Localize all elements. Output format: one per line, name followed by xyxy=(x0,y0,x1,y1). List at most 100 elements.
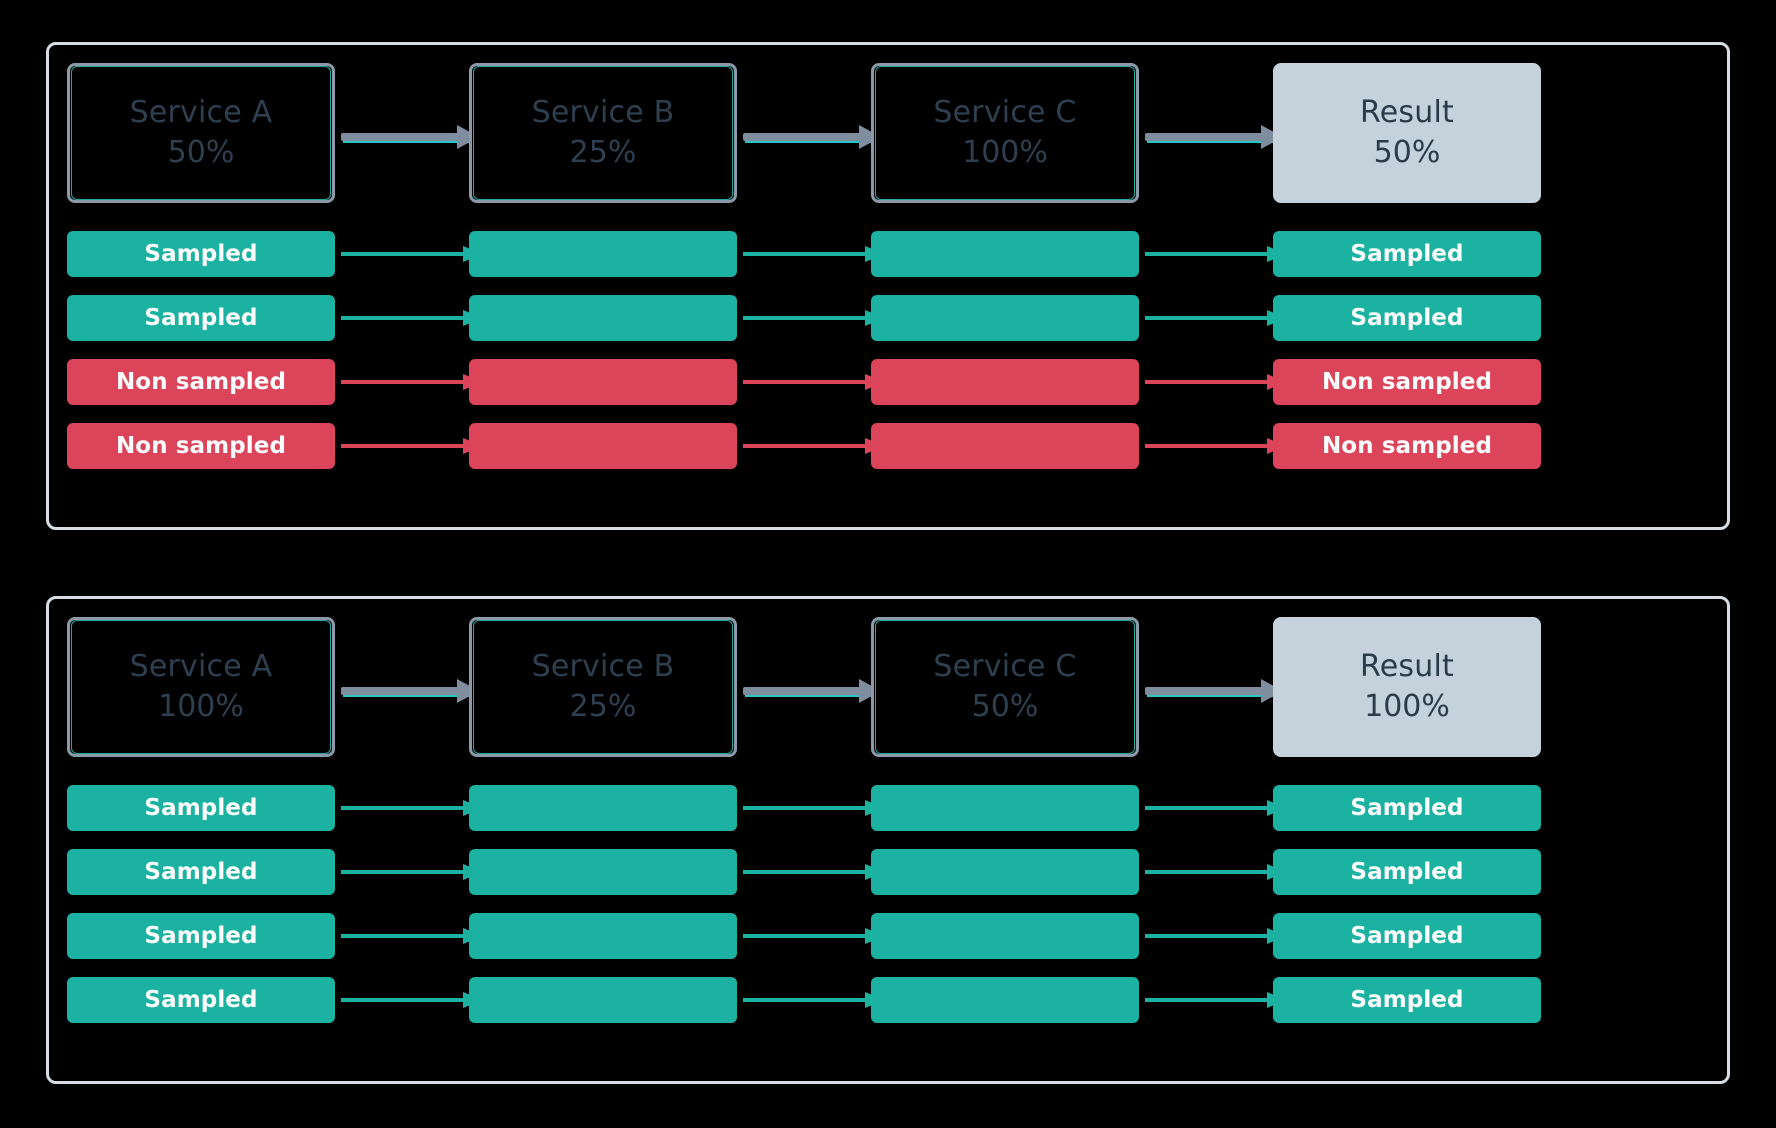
service-percent: 50% xyxy=(167,135,235,170)
result-name: Result xyxy=(1360,649,1454,684)
arrow-shaft xyxy=(341,316,467,320)
arrow-shaft xyxy=(743,870,869,874)
arrow-accent-line xyxy=(1147,141,1275,143)
trace-arrow xyxy=(1145,374,1293,390)
panel-top-service-row: Service A 50% Service B 25% xyxy=(49,45,1727,205)
trace-row: Sampled Sampled xyxy=(49,785,1727,831)
service-box-b[interactable]: Service B 25% xyxy=(469,617,737,757)
trace-cell[interactable]: Sampled xyxy=(67,295,335,341)
arrow-shaft xyxy=(1145,316,1271,320)
trace-cell[interactable]: Sampled xyxy=(67,977,335,1023)
trace-cell[interactable]: Sampled xyxy=(67,785,335,831)
trace-cell[interactable] xyxy=(871,913,1139,959)
sampling-panel-top: Service A 50% Service B 25% xyxy=(46,42,1730,530)
trace-cell[interactable]: Sampled xyxy=(1273,977,1541,1023)
service-box-a[interactable]: Service A 50% xyxy=(67,63,335,203)
trace-cell[interactable]: Sampled xyxy=(1273,785,1541,831)
trace-cell[interactable]: Non sampled xyxy=(67,423,335,469)
trace-cell[interactable] xyxy=(469,849,737,895)
service-arrow-b-to-c xyxy=(743,125,891,149)
trace-arrow xyxy=(1145,864,1293,880)
trace-cell[interactable] xyxy=(469,295,737,341)
trace-arrow xyxy=(1145,800,1293,816)
trace-arrow xyxy=(743,374,891,390)
service-box-a[interactable]: Service A 100% xyxy=(67,617,335,757)
trace-cell[interactable]: Sampled xyxy=(1273,913,1541,959)
arrow-shaft xyxy=(743,380,869,384)
trace-arrow xyxy=(1145,438,1293,454)
trace-row: Sampled Sampled xyxy=(49,295,1727,341)
trace-cell[interactable]: Non sampled xyxy=(1273,423,1541,469)
trace-arrow xyxy=(1145,310,1293,326)
trace-cell[interactable] xyxy=(871,977,1139,1023)
service-name: Service A xyxy=(129,95,273,130)
arrow-accent-line xyxy=(1147,695,1275,697)
service-name: Service C xyxy=(933,649,1077,684)
trace-cell[interactable] xyxy=(871,231,1139,277)
trace-arrow xyxy=(743,864,891,880)
service-box-c[interactable]: Service C 50% xyxy=(871,617,1139,757)
trace-arrow xyxy=(743,246,891,262)
trace-cell[interactable]: Sampled xyxy=(67,913,335,959)
trace-cell[interactable]: Non sampled xyxy=(1273,359,1541,405)
arrow-accent-line xyxy=(745,141,873,143)
arrow-shaft xyxy=(1145,687,1263,695)
result-box[interactable]: Result 100% xyxy=(1273,617,1541,757)
service-arrow-b-to-c xyxy=(743,679,891,703)
service-arrow-c-to-result xyxy=(1145,679,1293,703)
service-arrow-a-to-b xyxy=(341,125,489,149)
arrow-shaft xyxy=(1145,934,1271,938)
trace-cell[interactable] xyxy=(871,295,1139,341)
trace-arrow xyxy=(743,992,891,1008)
arrow-shaft xyxy=(341,252,467,256)
service-percent: 25% xyxy=(569,689,637,724)
sampling-panel-bottom: Service A 100% Service B 25% xyxy=(46,596,1730,1084)
trace-arrow xyxy=(341,438,489,454)
trace-cell[interactable]: Sampled xyxy=(67,231,335,277)
arrow-shaft xyxy=(743,998,869,1002)
trace-cell[interactable] xyxy=(469,913,737,959)
trace-row: Sampled Sampled xyxy=(49,849,1727,895)
trace-cell[interactable] xyxy=(469,785,737,831)
trace-cell[interactable] xyxy=(469,231,737,277)
trace-cell[interactable] xyxy=(871,359,1139,405)
service-box-c[interactable]: Service C 100% xyxy=(871,63,1139,203)
arrow-shaft xyxy=(743,133,861,141)
trace-arrow xyxy=(341,864,489,880)
trace-cell[interactable]: Sampled xyxy=(1273,295,1541,341)
trace-cell[interactable] xyxy=(469,423,737,469)
arrow-shaft xyxy=(1145,380,1271,384)
result-box[interactable]: Result 50% xyxy=(1273,63,1541,203)
arrow-shaft xyxy=(341,687,459,695)
trace-cell[interactable] xyxy=(871,849,1139,895)
arrow-shaft xyxy=(1145,133,1263,141)
service-percent: 50% xyxy=(971,689,1039,724)
trace-cell[interactable]: Sampled xyxy=(1273,849,1541,895)
trace-cell[interactable] xyxy=(871,423,1139,469)
panel-bottom-inner: Service A 100% Service B 25% xyxy=(49,599,1727,1081)
service-arrow-c-to-result xyxy=(1145,125,1293,149)
arrow-shaft xyxy=(743,252,869,256)
service-percent: 25% xyxy=(569,135,637,170)
trace-arrow xyxy=(743,800,891,816)
trace-arrow xyxy=(341,928,489,944)
trace-cell[interactable] xyxy=(469,359,737,405)
trace-arrow xyxy=(341,374,489,390)
trace-cell[interactable]: Non sampled xyxy=(67,359,335,405)
trace-cell[interactable]: Sampled xyxy=(1273,231,1541,277)
service-name: Service A xyxy=(129,649,273,684)
service-percent: 100% xyxy=(158,689,244,724)
result-percent: 50% xyxy=(1373,135,1441,170)
service-box-b[interactable]: Service B 25% xyxy=(469,63,737,203)
arrow-shaft xyxy=(743,444,869,448)
arrow-shaft xyxy=(341,806,467,810)
trace-arrow xyxy=(341,246,489,262)
trace-cell[interactable] xyxy=(871,785,1139,831)
arrow-shaft xyxy=(341,444,467,448)
arrow-shaft xyxy=(341,380,467,384)
trace-arrow xyxy=(743,438,891,454)
arrow-shaft xyxy=(341,870,467,874)
trace-cell[interactable]: Sampled xyxy=(67,849,335,895)
trace-cell[interactable] xyxy=(469,977,737,1023)
